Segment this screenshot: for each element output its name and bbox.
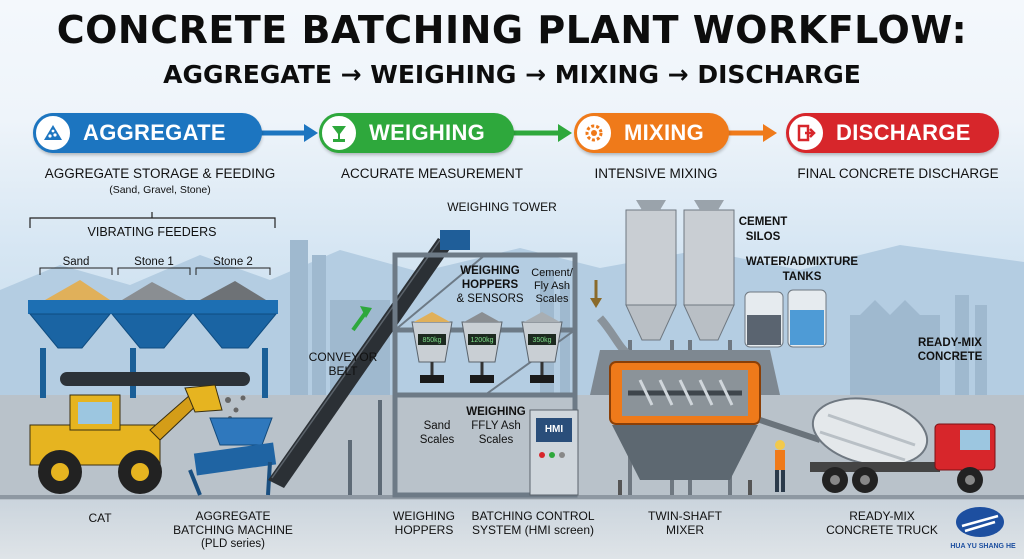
label-fly-ash-3: Scales (456, 434, 536, 447)
label-fly-ash-2: FFLY Ash (456, 420, 536, 433)
bottom-label-ts-1: TWIN-SHAFT (630, 509, 740, 523)
label-cement-scales-3: Scales (522, 293, 582, 306)
step-weighing: WEIGHING (320, 113, 514, 153)
label-conveyor-1: CONVEYOR (298, 351, 388, 364)
caption-aggregate: AGGREGATE STORAGE & FEEDING (20, 166, 300, 181)
caption-weighing: ACCURATE MEASUREMENT (307, 166, 557, 181)
label-ready-mix-1: READY-MIX (905, 337, 995, 350)
label-water-tanks-2: TANKS (736, 271, 868, 284)
step-discharge-label: DISCHARGE (836, 120, 971, 146)
label-weighing-tower: WEIGHING TOWER (432, 201, 572, 214)
label-cement-silos-1: CEMENT (728, 216, 798, 229)
label-cement-silos-2: SILOS (728, 231, 798, 244)
page-title: CONCRETE BATCHING PLANT WORKFLOW: (0, 8, 1024, 52)
display-kg-2: 1200kg (466, 334, 498, 347)
label-ready-mix-2: CONCRETE (905, 351, 995, 364)
display-kg-1: 850kg (416, 334, 448, 347)
label-sand: Sand (45, 256, 107, 269)
bottom-label-wh-1: WEIGHING (384, 509, 464, 523)
gear-icon (574, 113, 614, 153)
bottom-label-ts-2: MIXER (630, 523, 740, 537)
step-mixing-label: MIXING (624, 120, 704, 146)
label-vibrating-feeders: VIBRATING FEEDERS (62, 226, 242, 239)
brand-logo-graphic (956, 507, 1004, 537)
label-cement-scales-1: Cement/ (522, 267, 582, 280)
label-stone1: Stone 1 (123, 256, 185, 269)
scale-icon (319, 113, 359, 153)
caption-aggregate-note: (Sand, Gravel, Stone) (20, 184, 300, 196)
bottom-label-abm-1: AGGREGATE (158, 509, 308, 523)
aggregate-icon (33, 113, 73, 153)
bottom-label-rmt-1: READY-MIX (812, 509, 952, 523)
hmi-screen-label: HMI (536, 423, 572, 436)
label-water-tanks-1: WATER/ADMIXTURE (736, 256, 868, 269)
caption-mixing: INTENSIVE MIXING (556, 166, 756, 181)
label-stone2: Stone 2 (202, 256, 264, 269)
display-kg-3: 350kg (526, 334, 558, 347)
step-aggregate-label: AGGREGATE (83, 120, 226, 146)
bottom-label-wh-2: HOPPERS (384, 523, 464, 537)
bottom-label-rmt-2: CONCRETE TRUCK (812, 523, 952, 537)
bottom-label-cat: CAT (70, 511, 130, 525)
brand-name: HUA YU SHANG HE (948, 543, 1018, 550)
discharge-icon (786, 113, 826, 153)
bottom-label-bcs-2: SYSTEM (HMI screen) (463, 523, 603, 537)
page-subtitle: AGGREGATE → WEIGHING → MIXING → DISCHARG… (0, 60, 1024, 89)
label-conveyor-2: BELT (298, 365, 388, 378)
step-weighing-label: WEIGHING (369, 120, 485, 146)
caption-discharge: FINAL CONCRETE DISCHARGE (778, 166, 1018, 181)
label-cement-scales-2: Fly Ash (522, 280, 582, 293)
step-mixing: MIXING (575, 113, 729, 153)
bottom-label-abm-2: BATCHING MACHINE (158, 523, 308, 537)
step-discharge: DISCHARGE (787, 113, 999, 153)
label-fly-ash-1: WEIGHING (456, 406, 536, 419)
step-aggregate: AGGREGATE (34, 113, 262, 153)
bottom-label-abm-3: (PLD series) (158, 537, 308, 551)
bottom-label-bcs-1: BATCHING CONTROL (463, 509, 603, 523)
